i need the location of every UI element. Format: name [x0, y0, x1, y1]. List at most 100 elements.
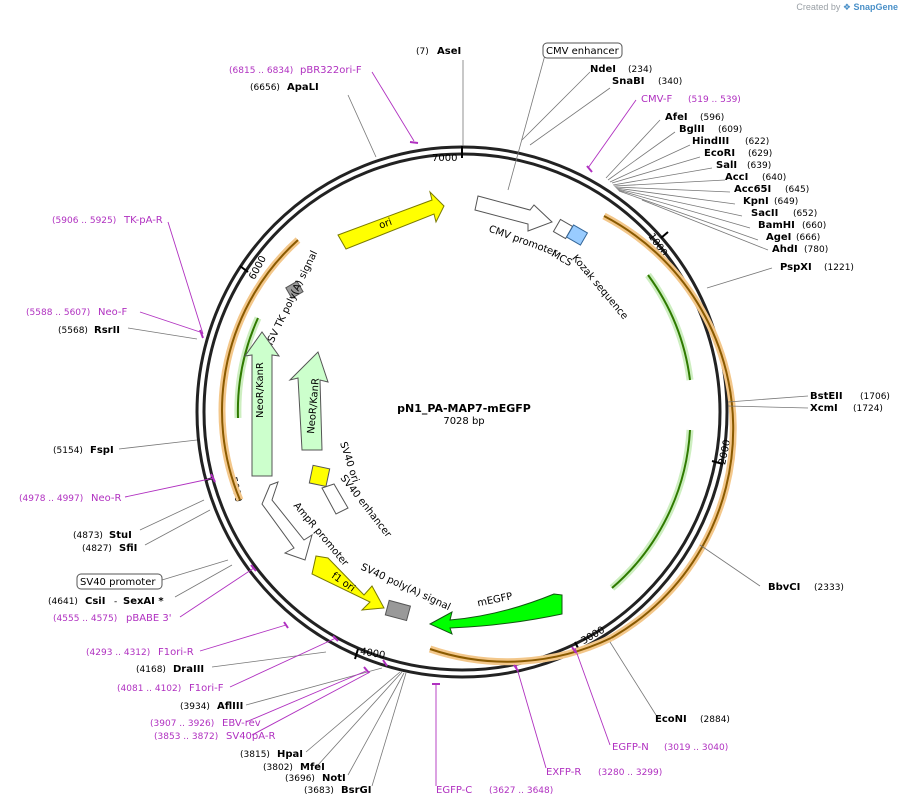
kozak-label: Kozak sequence	[569, 253, 629, 322]
enzyme-pos: (3815)	[240, 750, 270, 760]
enzyme-name: FspI	[90, 445, 114, 456]
credit-prefix: Created by	[796, 2, 841, 12]
sv40-promoter-box	[76, 573, 163, 590]
enzyme-name: KpnI	[743, 196, 769, 207]
enzyme-pos: (609)	[718, 125, 742, 135]
megfp-feature[interactable]	[428, 593, 563, 635]
neor-kanr-inner-feature[interactable]	[288, 351, 329, 451]
primer-pos: (519 .. 539)	[688, 95, 741, 105]
enzyme-name: AseI	[437, 46, 461, 57]
enzyme-name: BbvCI	[768, 582, 800, 593]
ampr-promoter-feature[interactable]	[261, 481, 313, 561]
primer-pos: (4978 .. 4997)	[19, 494, 83, 504]
tick-label-7000: 7000	[432, 153, 457, 164]
neor-kanr-outer-feature[interactable]	[243, 331, 281, 477]
enzyme-pos: (4827)	[82, 544, 112, 554]
enzyme-pos: -	[114, 597, 117, 607]
enzyme-pos: (780)	[804, 245, 828, 255]
primer-pos: (3280 .. 3299)	[598, 768, 662, 778]
enzyme-name: AhdI	[772, 244, 798, 255]
cmv-enhancer-label: CMV enhancer	[546, 46, 620, 57]
primer-pos: (5906 .. 5925)	[52, 216, 116, 226]
enzyme-leader-lines	[118, 54, 809, 787]
enzyme-pos: (2333)	[814, 583, 844, 593]
enzyme-pos: (7)	[416, 47, 429, 57]
primer-site-marks	[199, 141, 593, 685]
primer-name: F1ori-R	[158, 647, 194, 658]
enzyme-pos: (596)	[700, 113, 724, 123]
enzyme-pos: (649)	[774, 197, 798, 207]
enzyme-name: MfeI	[300, 762, 325, 773]
enzyme-pos: (3696)	[285, 774, 315, 784]
orf-arc-green-lower-core	[611, 429, 691, 589]
primer-name: Neo-R	[91, 493, 122, 504]
enzyme-name: AflIII	[217, 701, 243, 712]
enzyme-name: SfiI	[119, 543, 137, 554]
primer-name: SV40pA-R	[226, 731, 275, 742]
enzyme-pos: (660)	[802, 221, 826, 231]
megfp-label: mEGFP	[476, 591, 513, 609]
kozak-feature[interactable]	[565, 224, 589, 246]
primer-name: EGFP-N	[612, 742, 649, 753]
enzyme-name: StuI	[109, 530, 132, 541]
f1-ori-feature[interactable]	[311, 555, 385, 611]
enzyme-name: Acc65I	[734, 184, 771, 195]
enzyme-pos: (666)	[796, 233, 820, 243]
enzyme-pos: (6656)	[250, 83, 280, 93]
primer-leader-lines	[124, 71, 637, 786]
neor-kanr-outer-label: NeoR/KanR	[255, 362, 266, 418]
primer-pos: (3019 .. 3040)	[664, 743, 728, 753]
sv40-ori-feature[interactable]	[308, 464, 331, 488]
orf-arc-green-left-core	[236, 317, 259, 419]
enzyme-pos: (3802)	[263, 763, 293, 773]
ori-feature-arrow[interactable]	[337, 190, 445, 250]
enzyme-pos: (639)	[747, 161, 771, 171]
enzyme-pos: (5568)	[58, 326, 88, 336]
primer-pos: (3853 .. 3872)	[154, 732, 218, 742]
primer-pos: (4081 .. 4102)	[117, 684, 181, 694]
enzyme-name: SnaBI	[612, 76, 644, 87]
enzyme-name: AccI	[725, 172, 748, 183]
primer-name: pBR322ori-F	[300, 65, 362, 76]
enzyme-name: HpaI	[277, 749, 303, 760]
tick-4000	[354, 648, 359, 660]
enzyme-pos: (2884)	[700, 715, 730, 725]
enzyme-name: EcoNI	[655, 714, 687, 725]
enzyme-pos: (4641)	[48, 597, 78, 607]
tick-2000	[711, 460, 724, 465]
orf-arc-orange-left-core	[221, 239, 299, 501]
enzyme-name: HindIII	[692, 136, 729, 147]
plasmid-size: 7028 bp	[443, 416, 484, 427]
enzyme-name: SexAI *	[123, 596, 164, 607]
snapgene-credit: Created by ❖ SnapGene	[796, 2, 898, 13]
enzyme-pos: (622)	[745, 137, 769, 147]
enzyme-pos: (652)	[793, 209, 817, 219]
enzyme-name: BstEII	[810, 391, 843, 402]
tick-6000	[239, 265, 249, 273]
cmv-promoter-feature[interactable]	[474, 195, 553, 232]
sv40-enhancer-feature[interactable]	[321, 483, 349, 515]
ori-feature-label: ori	[378, 217, 394, 232]
primer-pos: (3627 .. 3648)	[489, 786, 553, 796]
primer-name: TK-pA-R	[123, 215, 163, 226]
hsv-tk-polya-feature[interactable]	[285, 280, 304, 299]
enzyme-pos: (3934)	[180, 702, 210, 712]
tick-label-4000: 4000	[359, 646, 386, 661]
enzyme-name: SalI	[716, 160, 737, 171]
enzyme-pos: (1706)	[860, 392, 890, 402]
primer-pos: (4555 .. 4575)	[53, 614, 117, 624]
enzyme-name: XcmI	[810, 403, 838, 414]
enzyme-name: DraIII	[173, 664, 204, 675]
credit-brand: SnapGene	[853, 2, 898, 12]
enzyme-name: AfeI	[665, 112, 688, 123]
enzyme-pos: (4873)	[73, 531, 103, 541]
sv40-polya-feature[interactable]	[384, 599, 412, 622]
primer-pos: (3907 .. 3926)	[150, 719, 214, 729]
snapgene-logo-icon: ❖	[842, 2, 851, 12]
enzyme-name: RsrII	[94, 325, 120, 336]
enzyme-pos: (340)	[658, 77, 682, 87]
enzyme-name: NotI	[322, 773, 346, 784]
enzyme-pos: (1724)	[853, 404, 883, 414]
enzyme-name: ApaLI	[287, 82, 319, 93]
